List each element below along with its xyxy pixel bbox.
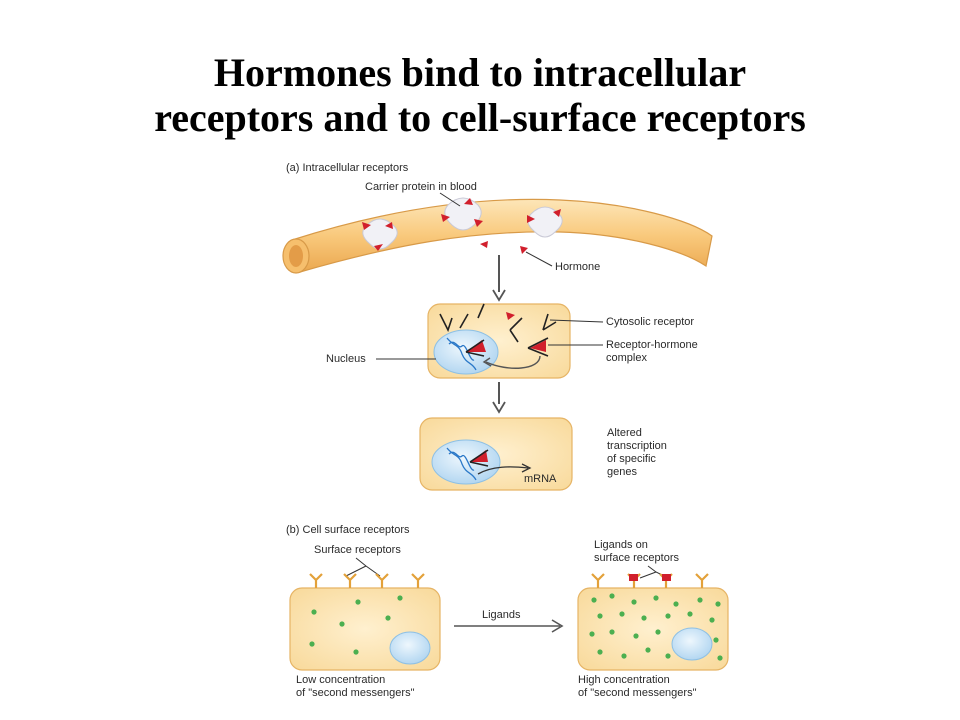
altered-line-1: Altered [607, 427, 642, 439]
cytosolic-receptor-label: Cytosolic receptor [606, 316, 694, 328]
altered-line-2: transcription [607, 440, 667, 452]
down-arrow-1 [492, 255, 506, 302]
messengers-low [309, 595, 403, 655]
surface-receptors-label: Surface receptors [314, 544, 401, 556]
cell-low-concentration [289, 587, 441, 671]
mrna-label: mRNA [524, 473, 557, 485]
target-cell-2 [419, 417, 573, 491]
title-line-1: Hormones bind to intracellular [213, 50, 747, 95]
surface-receptors-left [309, 573, 425, 588]
bound-complex-in-nucleus [469, 449, 489, 467]
altered-line-3: of specific [607, 453, 656, 465]
mrna-arrow [477, 466, 529, 475]
ligands-on-line-2: surface receptors [594, 552, 679, 564]
messengers-high [589, 593, 723, 661]
carrier-protein-3 [527, 206, 563, 238]
blood-vessel [282, 198, 713, 274]
mrna-arrowhead [521, 463, 532, 473]
dna-helix-2 [446, 447, 477, 481]
title-line-2: receptors and to cell-surface receptors [154, 95, 806, 140]
low-concentration-line-1: Low concentration [296, 674, 385, 686]
dna-helix-1 [446, 337, 477, 371]
nucleus-label: Nucleus [326, 353, 366, 365]
high-concentration-line-2: of "second messengers" [578, 687, 697, 699]
cytosolic-receptors [439, 303, 557, 343]
receptor-hormone-complex [465, 312, 549, 357]
ligands-arrow-label: Ligands [482, 609, 521, 621]
complex-to-nucleus-arrowhead [482, 357, 492, 367]
surface-receptors-right [591, 573, 709, 588]
hormone-label: Hormone [555, 261, 600, 273]
bound-ligands [629, 574, 671, 581]
hormone-pointer [525, 251, 553, 267]
complex-label-line-2: complex [606, 352, 647, 364]
carrier-pointer [439, 192, 461, 207]
complex-to-nucleus-arrow [485, 355, 541, 369]
carrier-protein-label: Carrier protein in blood [365, 181, 477, 193]
altered-line-4: genes [607, 466, 637, 478]
complex-label-line-1: Receptor-hormone [606, 339, 698, 351]
ligands-on-line-1: Ligands on [594, 539, 648, 551]
hormones-in-blood [362, 198, 561, 254]
high-concentration-line-1: High concentration [578, 674, 670, 686]
down-arrow-2 [492, 382, 506, 414]
cell-high-concentration [577, 587, 729, 671]
panel-b-heading: (b) Cell surface receptors [286, 524, 410, 536]
low-concentration-line-2: of "second messengers" [296, 687, 415, 699]
cytosolic-pointer [549, 319, 604, 323]
surface-label-bracket [345, 557, 381, 577]
slide-title: Hormones bind to intracellular receptors… [0, 50, 960, 140]
ligands-arrowhead [551, 619, 564, 633]
panel-a-heading: (a) Intracellular receptors [286, 162, 409, 174]
